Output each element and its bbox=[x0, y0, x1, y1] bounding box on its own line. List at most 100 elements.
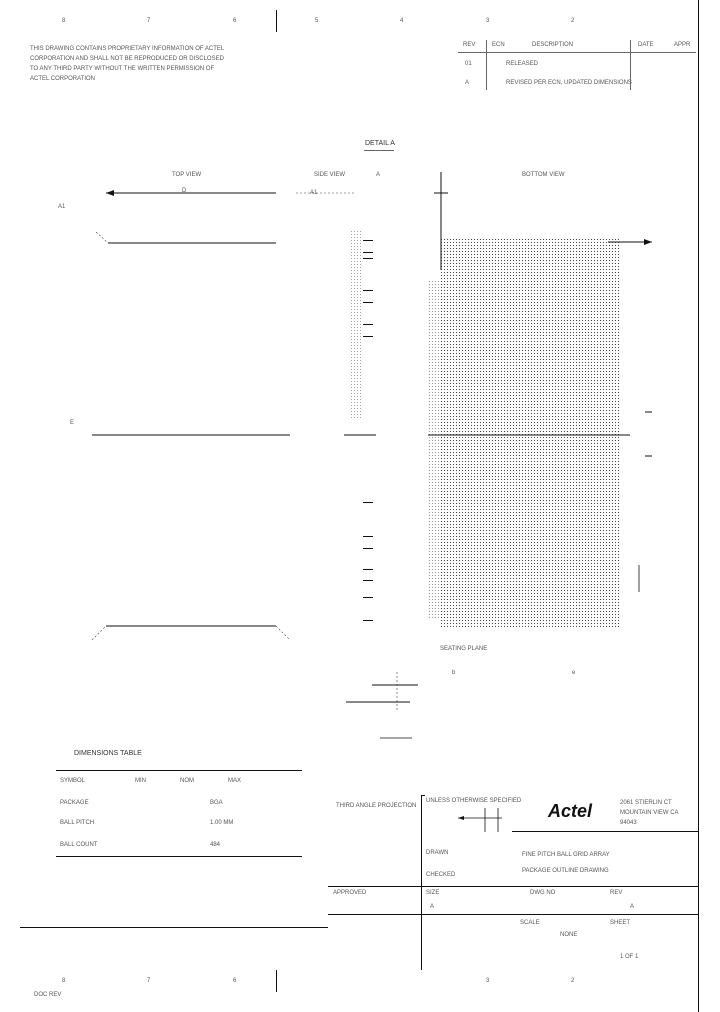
pad bbox=[363, 240, 373, 241]
dim-table-h2: MIN bbox=[135, 778, 146, 784]
rev-row2-desc: REVISED PER ECN, UPDATED DIMENSIONS bbox=[506, 80, 632, 86]
dim-table-r2-c1: BALL PITCH bbox=[60, 820, 95, 826]
rev-row2-rev: A bbox=[465, 80, 470, 86]
side-view-dots bbox=[350, 230, 362, 420]
right-border bbox=[698, 0, 699, 1012]
bottom-dim-b: b bbox=[452, 670, 456, 676]
pad bbox=[363, 290, 373, 291]
zone-bottom-7: 2 bbox=[571, 978, 575, 984]
bottom-left-rule bbox=[20, 927, 328, 928]
pad bbox=[363, 620, 373, 621]
rev-value: A bbox=[630, 904, 635, 910]
dim-table-h3: NOM bbox=[180, 778, 194, 784]
title-block-top bbox=[421, 795, 425, 796]
rev-header-ecn: ECN bbox=[492, 42, 505, 48]
drawn-label: DRAWN bbox=[426, 850, 449, 856]
title-block-mid-2 bbox=[328, 886, 698, 887]
zone-top-5: 4 bbox=[400, 18, 404, 24]
title-block-left bbox=[421, 795, 422, 970]
dim-table-r3-c1: BALL COUNT bbox=[60, 842, 98, 848]
dim-table-r1-c1: PACKAGE bbox=[60, 800, 89, 806]
zone-top-1: 8 bbox=[62, 18, 66, 24]
pad bbox=[363, 536, 373, 537]
zone-top-divider bbox=[276, 10, 277, 32]
pin-a1-label: A1 bbox=[58, 204, 66, 210]
rev-header-rev: REV bbox=[463, 42, 476, 48]
dim-table-r2-c4: 1.00 MM bbox=[210, 820, 234, 826]
pad bbox=[363, 597, 373, 598]
dimensions-table-title: DIMENSIONS TABLE bbox=[74, 750, 142, 757]
rev-col-1 bbox=[486, 40, 487, 90]
dimensions-table-top-rule bbox=[56, 770, 302, 771]
pad bbox=[363, 580, 373, 581]
dim-table-r1-c4: BGA bbox=[210, 800, 223, 806]
footer-left: DOC REV bbox=[34, 992, 62, 998]
notes-line-3: TO ANY THIRD PARTY WITHOUT THE WRITTEN P… bbox=[30, 66, 215, 72]
company-address-2: MOUNTAIN VIEW CA bbox=[620, 810, 679, 816]
pad bbox=[363, 258, 373, 259]
top-dim-d: D bbox=[182, 188, 187, 194]
rev-header-rule bbox=[458, 52, 696, 53]
tolerances-label: UNLESS OTHERWISE SPECIFIED bbox=[426, 798, 522, 804]
zone-bottom-3: 6 bbox=[233, 978, 237, 984]
dim-table-h1: SYMBOL bbox=[60, 778, 86, 784]
rev-header-desc: DESCRIPTION bbox=[532, 42, 574, 48]
zone-top-3: 6 bbox=[233, 18, 237, 24]
title-block-mid-3 bbox=[328, 914, 698, 915]
zone-top-7: 2 bbox=[571, 18, 575, 24]
bottom-view-ball-grid-left bbox=[428, 280, 442, 620]
zone-top-2: 7 bbox=[147, 18, 151, 24]
rev-col-2 bbox=[630, 40, 631, 90]
title-block-mid-1 bbox=[512, 831, 698, 832]
pad bbox=[363, 324, 373, 325]
scale-value: NONE bbox=[560, 932, 578, 938]
detail-underline bbox=[364, 150, 394, 151]
size-label: SIZE bbox=[426, 890, 440, 896]
scale-label: SCALE bbox=[520, 920, 540, 926]
notes-line-2: CORPORATION AND SHALL NOT BE REPRODUCED … bbox=[30, 56, 224, 62]
zone-bottom-1: 8 bbox=[62, 978, 66, 984]
rev-header-date: DATE bbox=[638, 42, 654, 48]
pad bbox=[363, 548, 373, 549]
pad bbox=[363, 336, 373, 337]
approved-label: APPROVED bbox=[333, 890, 367, 896]
dwg-label: DWG NO bbox=[530, 890, 556, 896]
detail-label: DETAIL A bbox=[365, 140, 395, 147]
bottom-view-ball-grid bbox=[440, 238, 620, 628]
bottom-view-label: BOTTOM VIEW bbox=[522, 172, 565, 178]
drawing-title-1: FINE PITCH BALL GRID ARRAY bbox=[522, 852, 610, 858]
pad bbox=[363, 302, 373, 303]
pad bbox=[363, 252, 373, 253]
size-value: A bbox=[430, 904, 435, 910]
sheet-value: 1 OF 1 bbox=[620, 954, 639, 960]
company-address-1: 2061 STIERLIN CT bbox=[620, 800, 672, 806]
rev-label: REV bbox=[610, 890, 623, 896]
notes-line-4: ACTEL CORPORATION bbox=[30, 76, 96, 82]
company-logo: Actel bbox=[548, 801, 593, 821]
side-dim-a: A bbox=[376, 172, 381, 178]
top-view-label: TOP VIEW bbox=[172, 172, 202, 178]
notes-line-1: THIS DRAWING CONTAINS PROPRIETARY INFORM… bbox=[30, 46, 225, 52]
dimensions-table-bottom-rule bbox=[56, 856, 302, 857]
zone-bottom-2: 7 bbox=[147, 978, 151, 984]
pad bbox=[363, 502, 373, 503]
dim-table-r3-c4: 484 bbox=[210, 842, 221, 848]
bottom-dim-e: e bbox=[572, 670, 576, 676]
rev-header-appr: APPR bbox=[674, 42, 691, 48]
drawing-title-2: PACKAGE OUTLINE DRAWING bbox=[522, 868, 609, 874]
zone-top-4: 5 bbox=[315, 18, 319, 24]
pad bbox=[363, 569, 373, 570]
third-angle-label: THIRD ANGLE PROJECTION bbox=[336, 803, 417, 809]
zone-top-6: 3 bbox=[486, 18, 490, 24]
zone-bottom-6: 3 bbox=[486, 978, 490, 984]
side-view-label: SIDE VIEW bbox=[314, 172, 346, 178]
seating-plane-label: SEATING PLANE bbox=[440, 646, 488, 652]
top-dim-e: E bbox=[70, 420, 75, 426]
sheet-label: SHEET bbox=[610, 920, 631, 926]
rev-row1-desc: RELEASED bbox=[506, 61, 539, 67]
side-dim-a1: A1 bbox=[310, 190, 318, 196]
dim-table-h4: MAX bbox=[228, 778, 242, 784]
zone-bottom-divider bbox=[276, 970, 277, 992]
checked-label: CHECKED bbox=[426, 872, 456, 878]
company-address-3: 94043 bbox=[620, 820, 637, 826]
